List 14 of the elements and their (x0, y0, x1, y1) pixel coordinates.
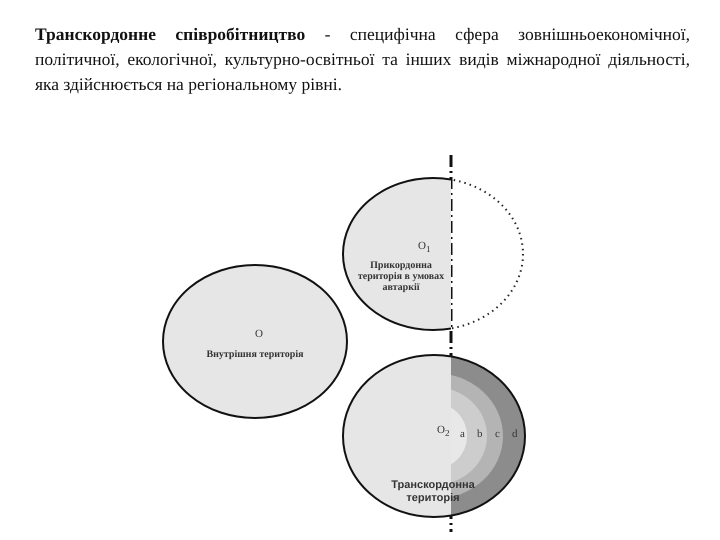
territory-circle (343, 355, 525, 517)
centre-label: O$_{2}$ (437, 424, 450, 438)
zone-letter: d (512, 428, 518, 440)
region-label: Внутрішня територія (205, 349, 305, 360)
region-label: Прикордонна територія в умовах автаркії (356, 260, 446, 293)
centre-label: O (255, 328, 263, 340)
territory-circle (343, 178, 523, 330)
zone-letter: a (460, 428, 465, 440)
heading-text: Транскордонне співробітництво - специфічна сфера зовнішньоекономічної, політичної, екологічної, культурно-освітньої та інших видів міжнародної діяльності, яка здійснюється на регіональному рівні. (35, 23, 690, 96)
territory-circle (163, 265, 347, 418)
centre-label: O$_{1}$ (418, 240, 431, 254)
zone-letter: b (477, 428, 482, 440)
zone-letter: c (495, 428, 500, 440)
region-label: Транскордонна територія (390, 479, 476, 505)
